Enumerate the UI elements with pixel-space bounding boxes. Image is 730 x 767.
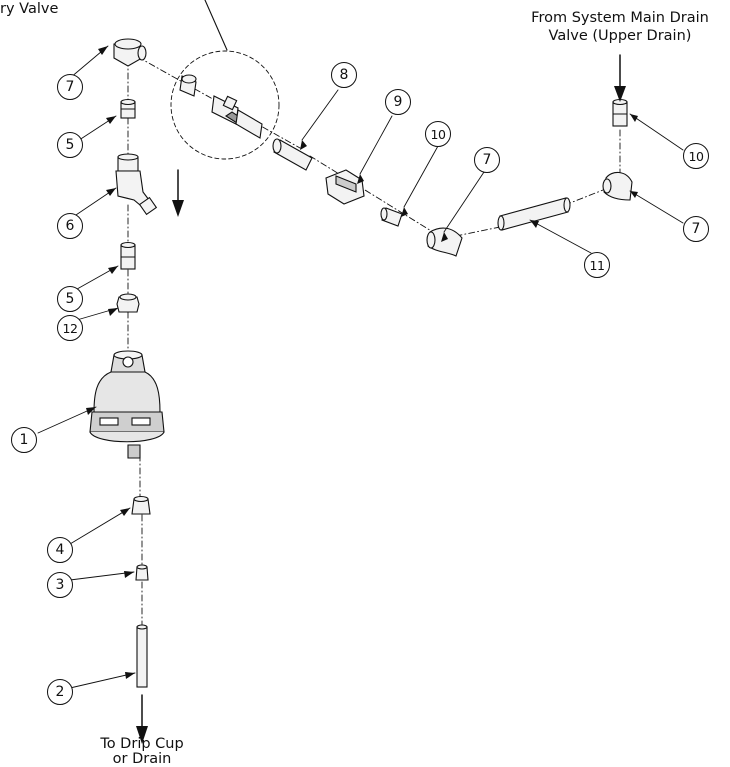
flow-arrowheads	[136, 86, 626, 744]
short-nipple-mid	[380, 207, 403, 227]
callout-union: 9	[385, 89, 411, 115]
flow-arrow-icon	[141, 54, 621, 731]
y-strainer	[115, 153, 158, 216]
long-pipe	[497, 197, 571, 231]
main-drain-label-line1: From System Main Drain	[531, 10, 709, 26]
elbow-fitting-middle	[426, 227, 463, 257]
callout-strainer: 6	[57, 213, 83, 239]
ball-valve	[179, 74, 263, 139]
callout-long-pipe: 11	[584, 252, 610, 278]
main-drain-label-line2: Valve (Upper Drain)	[548, 28, 692, 44]
pipe-nipple-lower	[120, 241, 136, 270]
drip-check-device	[89, 350, 165, 459]
callout-fitting: 3	[47, 572, 73, 598]
long-pipe-nipple	[272, 138, 313, 171]
callout-nipple-right: 10	[683, 143, 709, 169]
drip-cup-label-line2: or Drain	[112, 751, 172, 767]
assembly-centerlines	[127, 56, 621, 626]
tube-fitting	[135, 564, 149, 581]
callout-tube: 2	[47, 679, 73, 705]
hex-bushing	[116, 293, 140, 313]
short-nipple-right	[612, 98, 628, 127]
dashed-detail-circle	[170, 50, 280, 160]
elbow-fitting-top-left	[113, 38, 147, 67]
top-left-partial-label: ry Valve	[0, 1, 59, 17]
callout-coupling: 4	[47, 537, 73, 563]
callout-bushing: 12	[57, 315, 83, 341]
detail-leader	[204, 0, 228, 51]
callout-nipple-mid: 10	[425, 121, 451, 147]
callout-device: 1	[11, 427, 37, 453]
callout-nipple-upper: 5	[57, 132, 83, 158]
callout-elbow-middle: 7	[474, 147, 500, 173]
pipe-nipple-upper	[120, 98, 136, 119]
callout-elbow-right: 7	[683, 216, 709, 242]
coupling	[131, 495, 151, 515]
leader-arrowheads	[86, 46, 638, 679]
callout-long-nipple: 8	[331, 62, 357, 88]
drain-tube	[136, 624, 148, 688]
callout-nipple-lower: 5	[57, 286, 83, 312]
drip-cup-label-line1: To Drip Cup	[100, 736, 184, 752]
elbow-fitting-right	[602, 171, 633, 201]
callout-elbow-top-left: 7	[57, 74, 83, 100]
pipe-union	[325, 169, 365, 205]
